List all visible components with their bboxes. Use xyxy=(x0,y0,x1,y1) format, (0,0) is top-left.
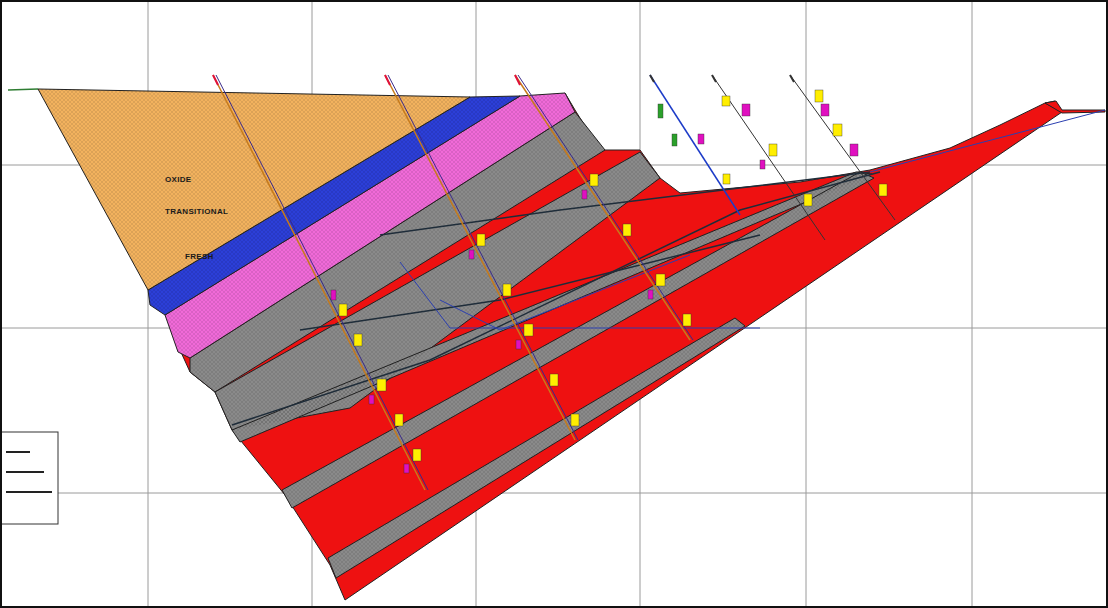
collar-mark xyxy=(515,75,520,85)
grid-line xyxy=(0,493,1108,494)
drill-trace xyxy=(388,75,578,440)
assay-bar xyxy=(516,340,521,349)
assay-bar xyxy=(331,290,336,300)
assay-bar xyxy=(833,124,842,136)
oxide-zone xyxy=(38,89,470,290)
assay-bar xyxy=(524,324,533,336)
fault-line xyxy=(380,172,870,235)
zone-label: TRANSITIONAL xyxy=(165,208,228,216)
assay-bar xyxy=(571,414,579,426)
legend-mark xyxy=(6,471,44,473)
assay-bar xyxy=(339,304,347,316)
assay-bar xyxy=(582,190,587,199)
zone-label: FRESH xyxy=(185,253,214,261)
collar-mark xyxy=(385,75,390,85)
assay-bar xyxy=(879,184,887,196)
grid-line xyxy=(972,0,973,608)
assay-bar xyxy=(550,374,558,386)
assay-intervals xyxy=(331,90,887,473)
fault-line xyxy=(232,172,880,425)
assay-bar xyxy=(760,160,765,169)
assay-bar xyxy=(672,134,677,146)
band-texture xyxy=(38,89,470,290)
assay-bar xyxy=(623,224,631,236)
assay-bar xyxy=(850,144,858,156)
legend-mark xyxy=(6,491,52,493)
assay-bar xyxy=(377,379,386,391)
collar-mark xyxy=(213,75,218,85)
assay-bar xyxy=(815,90,823,102)
contact-line xyxy=(440,255,690,330)
faults xyxy=(232,172,880,425)
collar-mark xyxy=(712,75,716,82)
drill-trace xyxy=(216,75,428,490)
assay-bar xyxy=(404,464,409,473)
zone-label: OXIDE xyxy=(165,176,191,184)
legend-frame xyxy=(1,432,58,524)
assay-bar xyxy=(413,449,421,461)
assay-bar xyxy=(742,104,750,116)
assay-bar xyxy=(658,104,663,118)
assay-bar xyxy=(477,234,485,246)
surface-line xyxy=(8,89,38,90)
assay-bar xyxy=(395,414,403,426)
assay-bar xyxy=(354,334,362,346)
assay-bar xyxy=(821,104,829,116)
drill-trace xyxy=(518,75,693,340)
collar-mark xyxy=(790,75,794,82)
assay-bar xyxy=(648,290,653,299)
legend-mark xyxy=(6,451,30,453)
drill-trace xyxy=(515,75,690,340)
topography-line xyxy=(870,110,1105,172)
assay-bar xyxy=(769,144,777,156)
assay-bar xyxy=(698,134,704,144)
contact-line xyxy=(400,262,760,328)
collar-mark xyxy=(650,75,654,82)
assay-bar xyxy=(723,174,730,184)
assay-bar xyxy=(503,284,511,296)
assay-bar xyxy=(656,274,665,286)
drill-trace xyxy=(650,75,740,215)
assay-bar xyxy=(683,314,691,326)
assay-bar xyxy=(804,194,812,206)
grid-line xyxy=(806,0,807,608)
legend-box xyxy=(1,432,58,524)
drill-trace xyxy=(385,75,575,440)
assay-bar xyxy=(369,395,374,404)
band-texture xyxy=(328,318,745,578)
drill-holes xyxy=(213,75,895,490)
fault-line xyxy=(300,235,760,330)
drill-trace xyxy=(790,75,895,220)
assay-bar xyxy=(469,250,474,259)
assay-bar xyxy=(590,174,598,186)
fresh-rock-zone xyxy=(1045,101,1105,113)
assay-bar xyxy=(722,96,730,106)
drill-trace xyxy=(213,75,425,490)
